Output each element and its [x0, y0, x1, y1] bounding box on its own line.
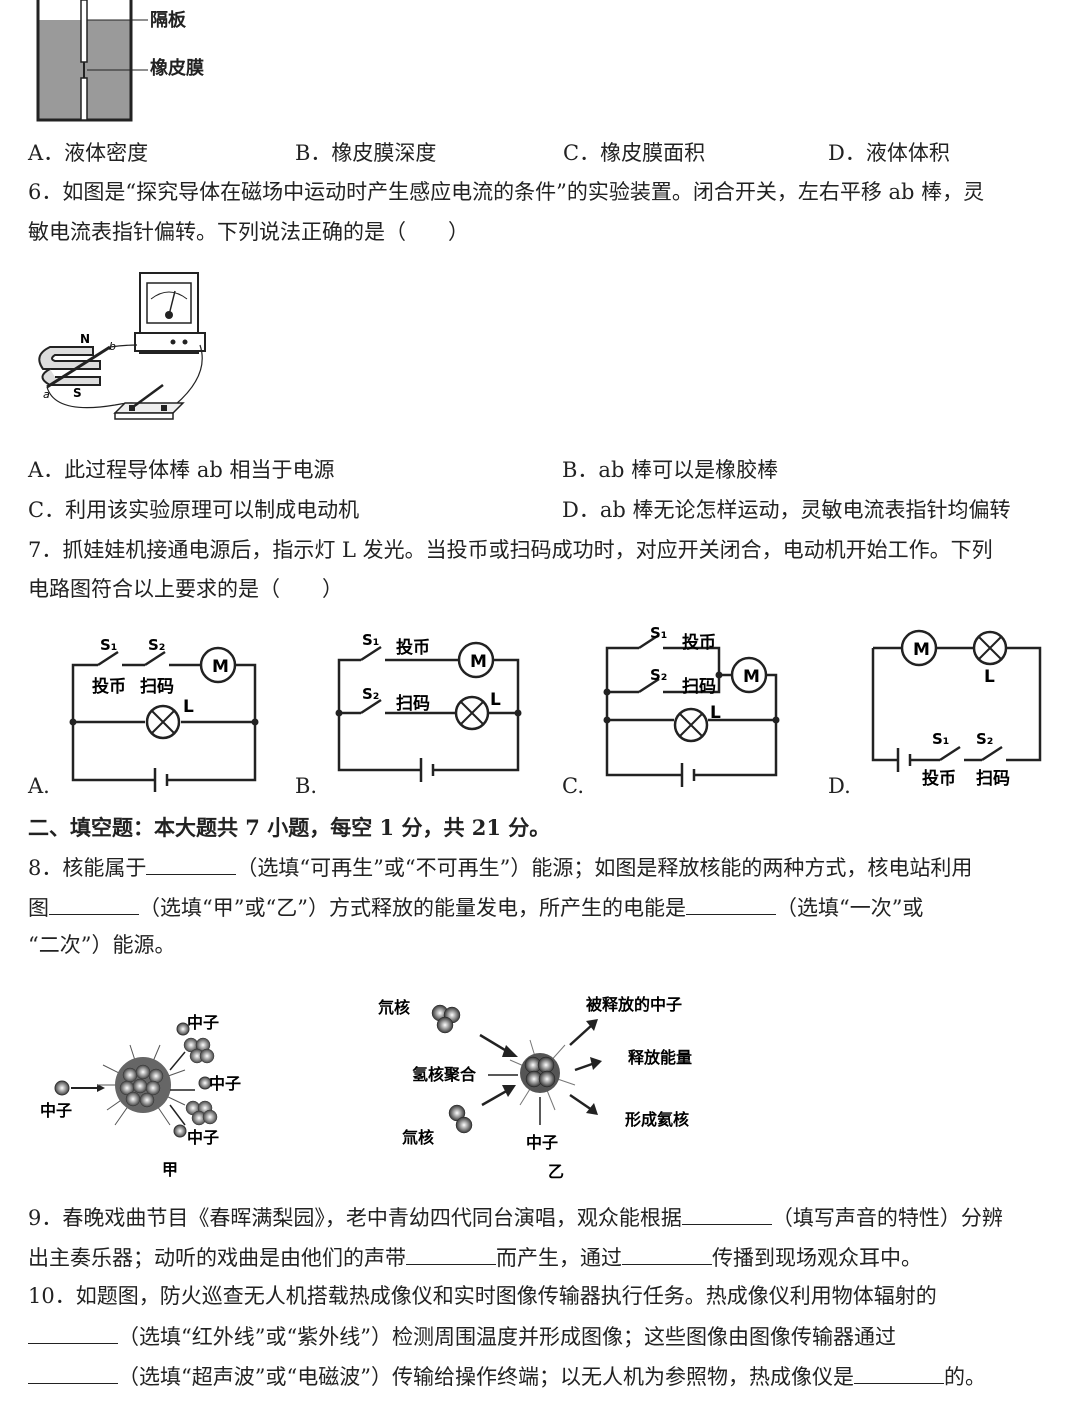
label-partition: 隔板	[150, 10, 186, 31]
svg-text:投币: 投币	[396, 637, 430, 658]
svg-text:氢核聚合: 氢核聚合	[412, 1065, 477, 1084]
svg-text:L: L	[710, 703, 721, 723]
q9-blank-3[interactable]	[622, 1246, 712, 1265]
q8-blank-1[interactable]	[146, 856, 237, 875]
fission-figure: 中子 中子 中子 中子 甲	[40, 1013, 241, 1179]
q10-blank-1[interactable]	[28, 1325, 118, 1344]
svg-text:甲: 甲	[162, 1160, 178, 1179]
svg-text:中子: 中子	[40, 1101, 72, 1120]
q7-stem-line2: 电路图符合以上要求的是（ ）	[28, 577, 343, 601]
q10-blank-2[interactable]	[28, 1365, 118, 1384]
svg-text:S₁: S₁	[650, 624, 667, 642]
q8-line1: 8．核能属于（选填“可再生”或“不可再生”）能源；如图是释放核能的两种方式，核电…	[28, 856, 973, 880]
label-membrane: 橡皮膜	[150, 58, 204, 79]
q7-option-c-label: C.	[562, 774, 584, 798]
svg-text:被释放的中子: 被释放的中子	[586, 995, 682, 1014]
svg-text:氚核: 氚核	[402, 1128, 434, 1147]
svg-text:形成氦核: 形成氦核	[625, 1110, 689, 1129]
circuit-a: M L S₁ S₂ 投币 扫码	[69, 636, 259, 792]
svg-text:扫码: 扫码	[140, 676, 174, 697]
q9-blank-2[interactable]	[406, 1246, 496, 1265]
q8-blank-3[interactable]	[685, 896, 776, 915]
circuit-d: M L S₁ S₂ 投币 扫码	[871, 629, 1042, 789]
svg-text:S₂: S₂	[650, 666, 667, 684]
svg-text:扫码: 扫码	[396, 693, 430, 714]
svg-text:S₁: S₁	[100, 636, 117, 654]
q9-line1: 9．春晚戏曲节目《春晖满梨园》，老中青幼四代同台演唱，观众能根据（填写声音的特性…	[28, 1206, 1003, 1230]
section-2-heading: 二、填空题：本大题共 7 小题，每空 1 分，共 21 分。	[28, 815, 551, 840]
q10-blank-3[interactable]	[853, 1365, 944, 1384]
svg-text:中子: 中子	[187, 1128, 219, 1147]
q5-option-c: C．橡皮膜面积	[563, 141, 706, 165]
container-figure	[36, 0, 148, 122]
q6-figure: N S a b	[38, 272, 206, 420]
q5-option-b: B．橡皮膜深度	[295, 141, 437, 165]
svg-text:S₁: S₁	[932, 730, 949, 748]
q6-option-a: A．此过程导体棒 ab 相当于电源	[28, 458, 335, 482]
circuit-c: M L S₁ 投币 S₂ 扫码	[603, 624, 780, 787]
svg-text:N: N	[80, 332, 90, 346]
svg-text:S₂: S₂	[976, 730, 993, 748]
circuit-b: M L S₁ 投币 S₂ 扫码	[335, 631, 522, 782]
svg-text:S₁: S₁	[362, 631, 379, 649]
q8-blank-2[interactable]	[49, 896, 139, 915]
q10-line3: （选填“超声波”或“电磁波”）传输给操作终端；以无人机为参照物，热成像仪是的。	[28, 1365, 986, 1388]
svg-text:释放能量: 释放能量	[628, 1048, 692, 1067]
svg-text:S₂: S₂	[362, 685, 379, 703]
svg-text:氘核: 氘核	[378, 998, 410, 1017]
svg-text:投币: 投币	[922, 768, 956, 789]
q7-option-d-label: D.	[828, 774, 851, 798]
q5-option-a: A．液体密度	[28, 141, 149, 165]
q9-line2: 出主奏乐器；动听的戏曲是由他们的声带而产生，通过传播到现场观众耳中。	[28, 1246, 922, 1270]
svg-text:M: M	[212, 657, 229, 677]
svg-text:扫码: 扫码	[976, 768, 1010, 789]
q7-option-a-label: A.	[28, 774, 50, 798]
fusion-figure: 氘核 氢核聚合 氚核 中子 乙 被释放的中子 释放能量 形成氦核	[378, 995, 692, 1181]
svg-text:扫码: 扫码	[682, 676, 716, 697]
svg-text:S₂: S₂	[148, 636, 165, 654]
svg-text:投币: 投币	[682, 632, 716, 653]
q6-stem-line2: 敏电流表指针偏转。下列说法正确的是（ ）	[28, 220, 469, 244]
q6-option-c: C．利用该实验原理可以制成电动机	[28, 498, 360, 522]
q8-line3: “二次”）能源。	[28, 933, 176, 957]
q10-line1: 10．如题图，防火巡查无人机搭载热成像仪和实时图像传输器执行任务。热成像仪利用物…	[28, 1284, 937, 1308]
q8-line2: 图（选填“甲”或“乙”）方式释放的能量发电，所产生的电能是（选填“一次”或	[28, 896, 924, 920]
q6-stem-line1: 6．如图是“探究导体在磁场中运动时产生感应电流的条件”的实验装置。闭合开关，左右…	[28, 180, 985, 204]
q10-line2: （选填“红外线”或“紫外线”）检测周围温度并形成图像；这些图像由图像传输器通过	[28, 1325, 896, 1348]
svg-text:L: L	[183, 697, 194, 717]
svg-text:中子: 中子	[209, 1074, 241, 1093]
svg-text:L: L	[490, 690, 501, 710]
q5-option-d: D．液体体积	[828, 141, 950, 165]
svg-text:乙: 乙	[548, 1162, 564, 1181]
svg-text:中子: 中子	[187, 1013, 219, 1032]
q9-blank-1[interactable]	[681, 1206, 772, 1225]
q7-option-b-label: B.	[295, 774, 318, 798]
svg-text:M: M	[913, 640, 930, 660]
svg-text:S: S	[73, 386, 82, 400]
svg-text:L: L	[984, 667, 995, 687]
svg-text:中子: 中子	[526, 1133, 558, 1152]
svg-text:投币: 投币	[92, 676, 126, 697]
q7-stem-line1: 7．抓娃娃机接通电源后，指示灯 L 发光。当投币或扫码成功时，对应开关闭合，电动…	[28, 538, 993, 562]
svg-text:M: M	[743, 667, 760, 687]
svg-text:M: M	[470, 652, 487, 672]
svg-text:a: a	[43, 388, 50, 401]
q6-option-d: D．ab 棒无论怎样运动，灵敏电流表指针均偏转	[562, 498, 1011, 522]
q6-option-b: B．ab 棒可以是橡胶棒	[562, 458, 779, 482]
